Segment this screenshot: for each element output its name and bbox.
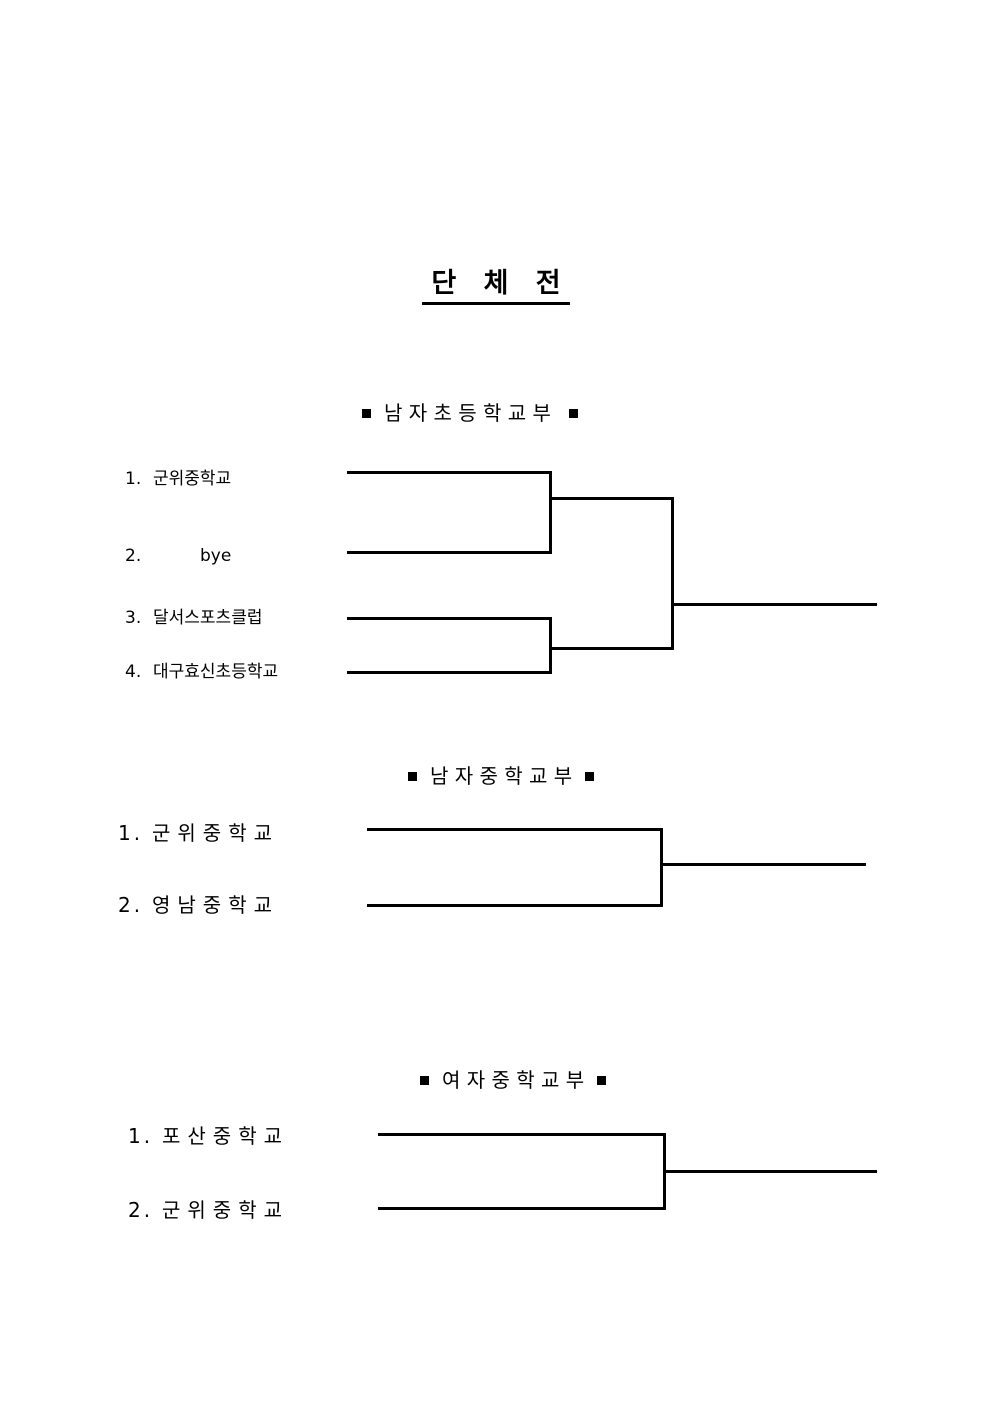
bracket-winner-line: [674, 603, 877, 606]
bracket-entry: 4. 대구효신초등학교: [125, 662, 278, 682]
bracket-entry: 1. 군위중학교: [118, 821, 279, 845]
bracket-line-seed2: [367, 904, 660, 907]
entry-name: 영남중학교: [152, 893, 279, 917]
entry-number: 1.: [128, 1124, 154, 1148]
bracket-connector-match2: [552, 647, 672, 650]
bracket-entry: 2. bye: [125, 546, 231, 566]
bullet-square-icon: [408, 771, 417, 781]
bracket-vertical-final: [660, 828, 663, 907]
entry-number: 2.: [118, 893, 144, 917]
entry-name: 군위중학교: [152, 821, 279, 845]
bullet-square-icon: [568, 408, 578, 418]
entry-name: 달서스포츠클럽: [153, 608, 263, 628]
bracket-vertical-match1: [549, 471, 552, 554]
bracket-entry: 3. 달서스포츠클럽: [125, 608, 262, 628]
bullet-square-icon: [362, 408, 371, 418]
entry-name: bye: [200, 546, 232, 566]
section-heading-label: 남 자 중 학 교 부: [430, 764, 573, 788]
section-heading-label: 여 자 중 학 교 부: [442, 1068, 585, 1092]
entry-number: 1.: [118, 821, 144, 845]
bracket-line-seed1: [347, 471, 552, 474]
bullet-square-icon: [585, 771, 595, 781]
bracket-vertical-final: [671, 497, 674, 650]
entry-name: 대구효신초등학교: [153, 662, 279, 682]
entry-number: 4.: [125, 662, 142, 682]
bracket-line-seed2-bye: [347, 551, 552, 554]
entry-name: 군위중학교: [162, 1198, 289, 1222]
section-heading-girls-middle: 여 자 중 학 교 부: [420, 1068, 607, 1092]
bracket-connector-match1: [552, 497, 672, 500]
bracket-entry: 1. 포산중학교: [128, 1124, 289, 1148]
entry-number: 3.: [125, 608, 142, 628]
bracket-line-seed2: [378, 1207, 663, 1210]
bullet-square-icon: [597, 1075, 607, 1085]
entry-number: 2.: [128, 1198, 154, 1222]
bracket-vertical-final: [663, 1133, 666, 1210]
bracket-entry: 2. 영남중학교: [118, 893, 279, 917]
entry-number: 2.: [125, 546, 142, 566]
bracket-entry: 2. 군위중학교: [128, 1198, 289, 1222]
bracket-line-seed1: [378, 1133, 663, 1136]
bracket-line-seed4: [347, 671, 552, 674]
bracket-winner-line: [663, 863, 866, 866]
bullet-square-icon: [420, 1075, 429, 1085]
bracket-line-seed1: [367, 828, 660, 831]
bracket-line-seed3: [347, 617, 552, 620]
page-title: 단 체 전: [422, 269, 570, 306]
title-row: 단 체 전: [0, 269, 992, 306]
section-heading-label: 남 자 초 등 학 교 부: [384, 401, 551, 425]
bracket-vertical-match2: [549, 617, 552, 674]
entry-name: 포산중학교: [162, 1124, 289, 1148]
entry-number: 1.: [125, 469, 142, 489]
bracket-entry: 1. 군위중학교: [125, 469, 231, 489]
section-heading-boys-elementary: 남 자 초 등 학 교 부: [362, 401, 578, 425]
entry-name: 군위중학교: [153, 469, 232, 489]
bracket-winner-line: [666, 1170, 877, 1173]
section-heading-boys-middle: 남 자 중 학 교 부: [408, 764, 595, 788]
